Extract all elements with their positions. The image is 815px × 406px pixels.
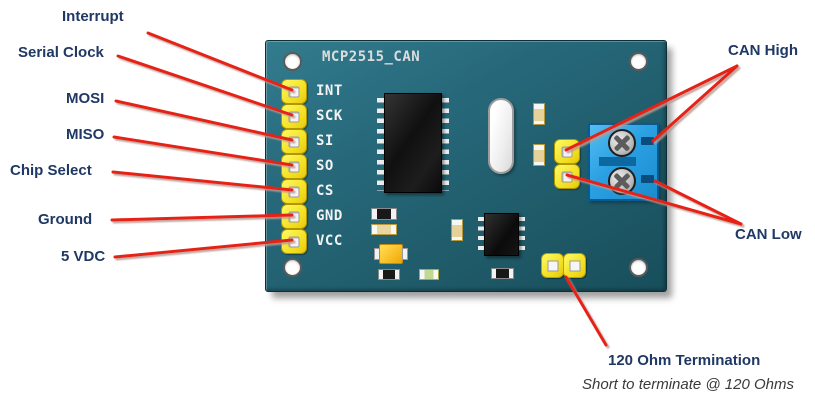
soic8-body <box>484 213 519 256</box>
led-pad-right <box>402 248 408 260</box>
pin-label-sck: SCK <box>316 108 343 124</box>
terminal-screw-bottom-icon <box>608 167 636 195</box>
ic-body <box>384 93 442 193</box>
callout-line-can-low-slot <box>653 179 743 226</box>
pin-label-gnd: GND <box>316 208 343 224</box>
termination-jumper-pad-right <box>563 253 586 278</box>
label-termination-title: 120 Ohm Termination <box>608 352 761 369</box>
terminal-screw-top-icon <box>608 129 636 157</box>
smd-resistor-3 <box>491 268 514 279</box>
can-high-pin <box>554 139 580 164</box>
label-miso: MISO <box>66 126 105 143</box>
pin-label-vcc: VCC <box>316 233 343 249</box>
label-serial-clock: Serial Clock <box>18 44 104 61</box>
crystal-oscillator-icon <box>488 98 514 174</box>
header-pin-gnd <box>281 204 307 229</box>
terminal-divider <box>599 157 636 166</box>
smd-capacitor-crystal-bottom <box>533 144 545 166</box>
mounting-hole-top-right <box>629 52 648 71</box>
label-mosi: MOSI <box>66 90 105 107</box>
mounting-hole-bottom-right <box>629 258 648 277</box>
led-body <box>379 244 403 264</box>
label-can-high: CAN High <box>728 42 798 59</box>
header-pin-sck <box>281 104 307 129</box>
label-can-low: CAN Low <box>735 226 802 243</box>
soic8-pins-right <box>518 217 525 254</box>
header-pin-so <box>281 154 307 179</box>
ic-pins-right <box>441 98 449 191</box>
terminal-wire-slot-bottom <box>641 175 654 183</box>
termination-jumper-pad-left <box>541 253 564 278</box>
pin-label-int: INT <box>316 83 343 99</box>
can-low-pin <box>554 164 580 189</box>
mcp2515-chip-icon <box>377 93 449 193</box>
smd-capacitor-2 <box>451 219 463 241</box>
pin-label-so: SO <box>316 158 334 174</box>
label-chip-select: Chip Select <box>10 162 92 179</box>
smd-resistor-2 <box>378 269 400 280</box>
board-title: MCP2515_CAN <box>322 49 421 65</box>
label-termination-note: Short to terminate @ 120 Ohms <box>582 376 794 393</box>
header-pin-vcc <box>281 229 307 254</box>
pin-label-si: SI <box>316 133 334 149</box>
soic8-pins-left <box>478 217 485 254</box>
mounting-hole-top-left <box>283 52 302 71</box>
smd-resistor-1 <box>371 208 397 220</box>
label-interrupt: Interrupt <box>62 8 124 25</box>
smd-led-green <box>419 269 439 280</box>
can-transceiver-chip-icon <box>478 213 525 256</box>
ic-pins-left <box>377 98 385 191</box>
smd-led-yellow <box>374 244 408 264</box>
header-pin-si <box>281 129 307 154</box>
smd-capacitor-crystal-top <box>533 103 545 125</box>
pin-label-cs: CS <box>316 183 334 199</box>
header-pin-cs <box>281 179 307 204</box>
screw-terminal-block <box>588 123 659 201</box>
label-5vdc: 5 VDC <box>61 248 106 265</box>
label-ground: Ground <box>38 211 93 228</box>
header-pin-int <box>281 79 307 104</box>
pcb-board: MCP2515_CAN INT SCK SI SO CS GND VCC <box>265 40 667 292</box>
terminal-wire-slot-top <box>641 137 654 145</box>
mounting-hole-bottom-left <box>283 258 302 277</box>
smd-capacitor-1 <box>371 224 397 235</box>
